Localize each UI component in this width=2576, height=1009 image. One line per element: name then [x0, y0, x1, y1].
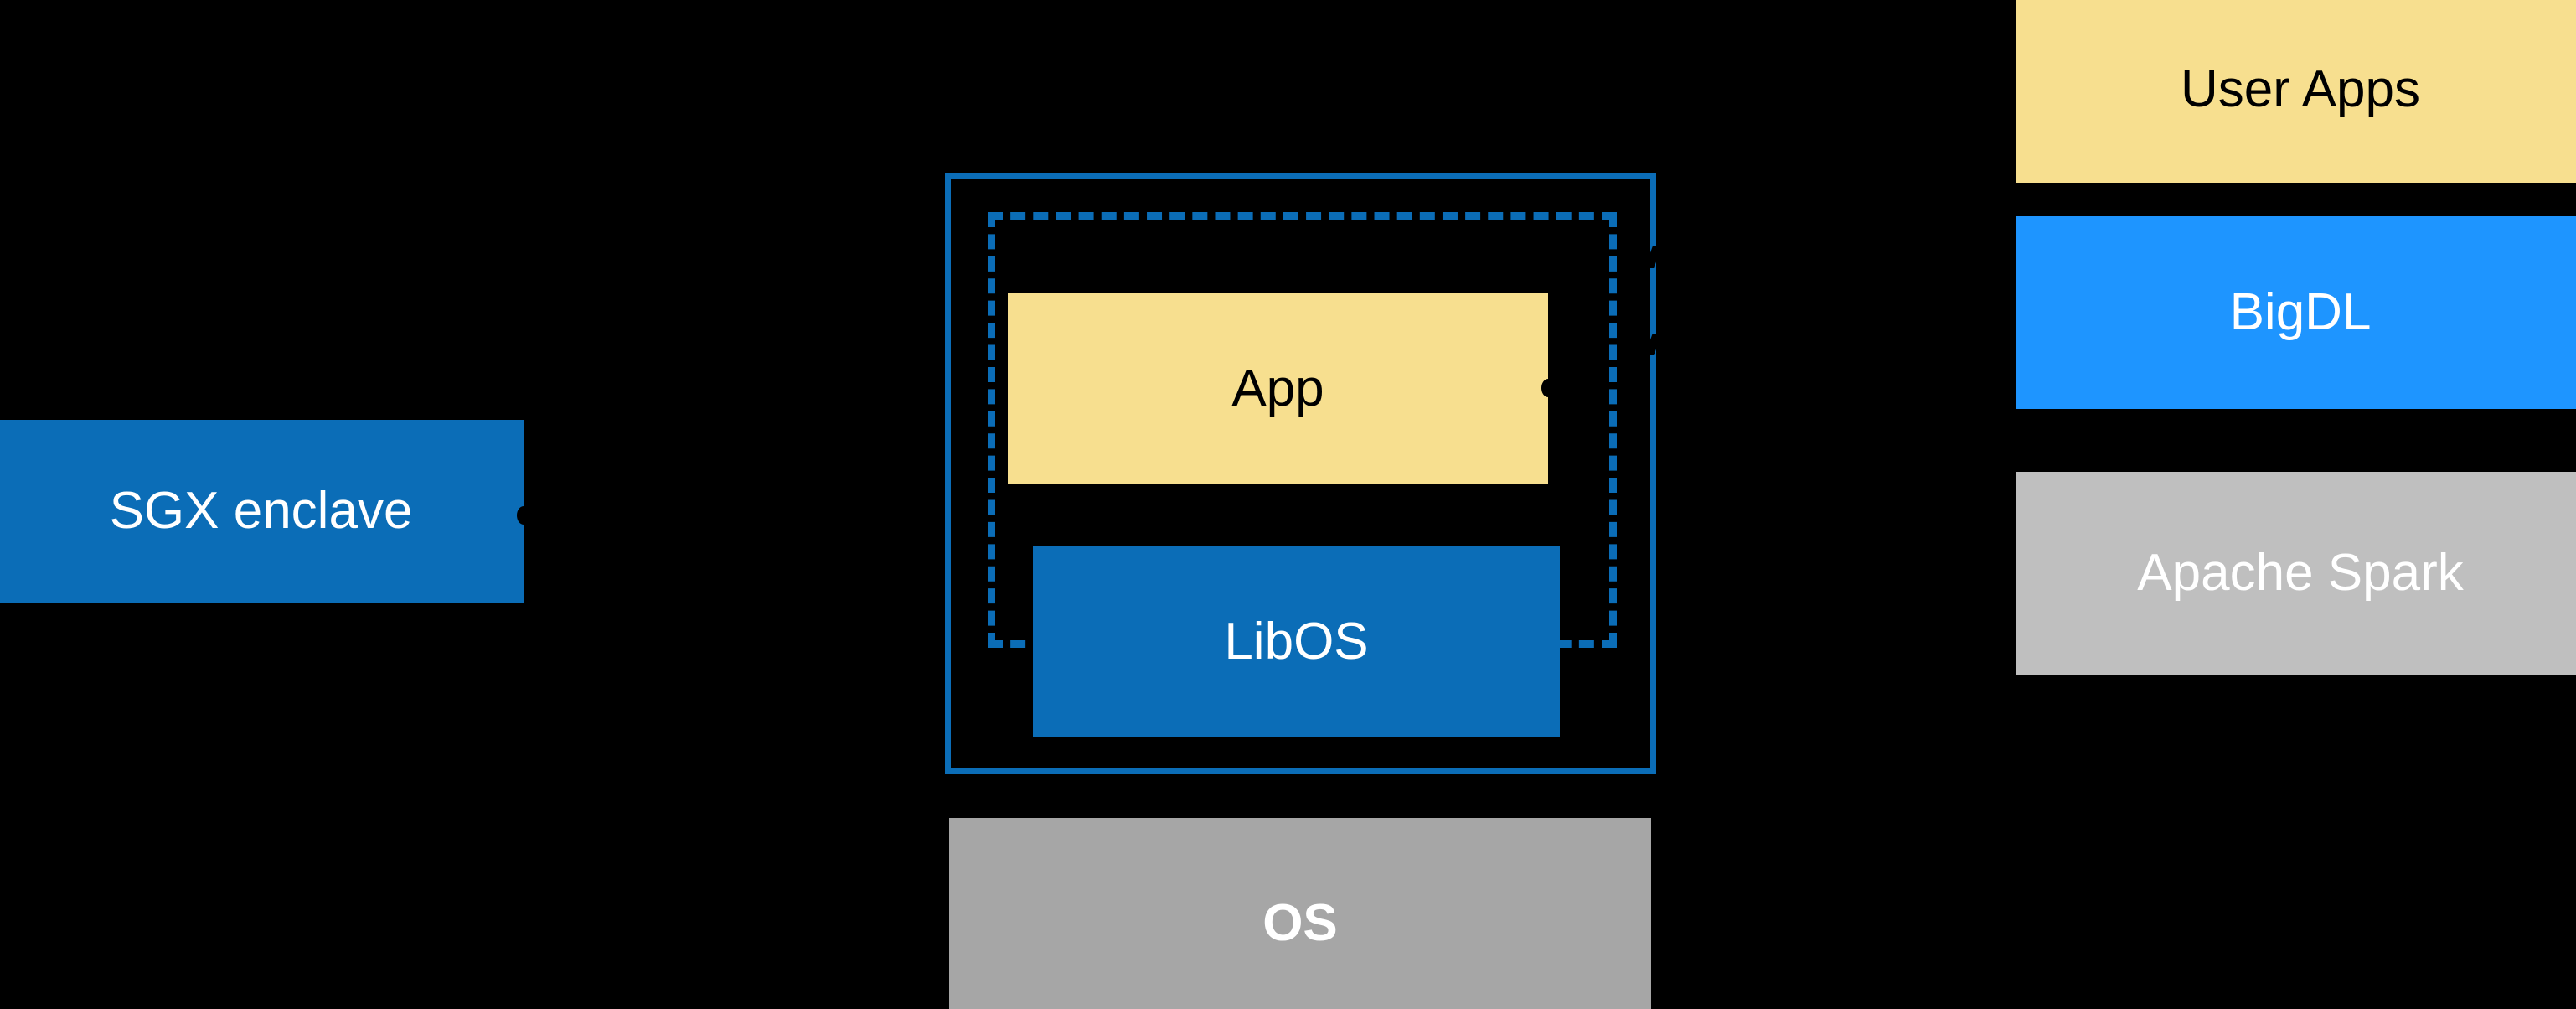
libos-box: LibOS: [1033, 546, 1560, 737]
user-apps-box: User Apps: [2016, 0, 2576, 183]
bigdl-label: BigDL: [2229, 283, 2372, 342]
app-label: App: [1231, 360, 1324, 418]
os-label: OS: [1262, 894, 1338, 953]
os-box: OS: [949, 818, 1651, 1009]
libos-label: LibOS: [1224, 612, 1369, 670]
user-apps-label: User Apps: [2180, 60, 2421, 119]
sgx-enclave-label: SGX enclave: [109, 482, 413, 541]
app-box: App: [1008, 293, 1548, 484]
connector-crossing-lower-icon: [1644, 334, 1662, 355]
apache-spark-box: Apache Spark: [2016, 472, 2576, 675]
app-connector-arrowhead-icon: [1541, 379, 1555, 397]
sgx-enclave-connector-arrowhead-icon: [517, 506, 530, 525]
connector-crossing-upper-icon: [1644, 246, 1662, 268]
bigdl-box: BigDL: [2016, 216, 2576, 409]
apache-spark-label: Apache Spark: [2137, 544, 2464, 603]
sgx-enclave-box: SGX enclave: [0, 420, 524, 603]
